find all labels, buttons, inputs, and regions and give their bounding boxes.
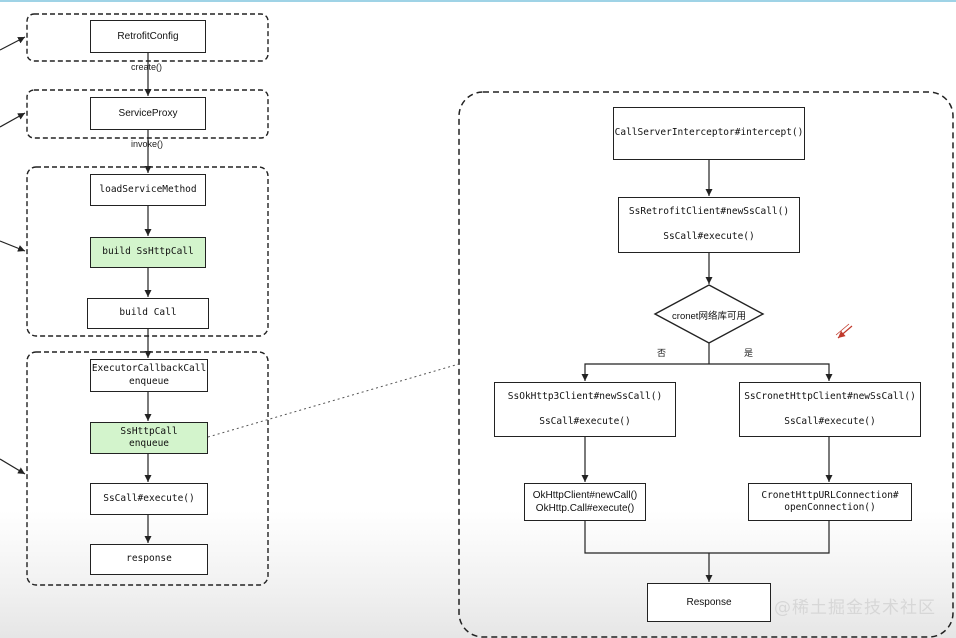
- cronet-url-label: CronetHttpURLConnection# openConnection(…: [761, 489, 899, 513]
- build-sshttpcall-box: build SsHttpCall: [90, 237, 206, 268]
- service-proxy-label: ServiceProxy: [118, 108, 178, 119]
- incoming-arrow-4: [0, 458, 26, 475]
- annotation-stroke: [835, 323, 850, 336]
- incoming-arrow-2: [0, 112, 26, 128]
- sshttpcall-enqueue-label: SsHttpCall enqueue: [120, 425, 178, 449]
- edge-cronet-merge: [709, 521, 830, 554]
- cronet-client-box: SsCronetHttpClient#newSsCall() SsCall#ex…: [739, 382, 921, 437]
- retrofit-client-label: SsRetrofitClient#newSsCall() SsCall#exec…: [628, 206, 790, 243]
- detail-link: [207, 363, 460, 438]
- sscall-execute-label: SsCall#execute(): [103, 492, 195, 504]
- detail-response-label: Response: [686, 597, 732, 608]
- create-label: create(): [131, 62, 163, 72]
- incoming-arrow-1: [0, 36, 26, 51]
- top-accent-line: [0, 0, 956, 2]
- decision-diamond: [653, 284, 765, 344]
- load-service-method-label: loadServiceMethod: [99, 183, 197, 195]
- service-proxy-box: ServiceProxy: [90, 97, 206, 130]
- edge-branch-yes: [709, 363, 833, 381]
- edge-branch-no: [581, 363, 709, 381]
- cronet-client-label: SsCronetHttpClient#newSsCall() SsCall#ex…: [744, 390, 916, 427]
- retrofit-config-label: RetrofitConfig: [117, 31, 179, 42]
- response-label: response: [126, 553, 172, 565]
- edge-okhttp-merge: [584, 521, 709, 554]
- no-label: 否: [657, 348, 667, 358]
- okhttp3-client-label: SsOkHttp3Client#newSsCall() SsCall#execu…: [507, 390, 663, 427]
- okhttp3-client-box: SsOkHttp3Client#newSsCall() SsCall#execu…: [494, 382, 676, 437]
- retrofit-client-box: SsRetrofitClient#newSsCall() SsCall#exec…: [618, 197, 800, 253]
- annotation-arrow: [837, 325, 853, 339]
- build-call-box: build Call: [87, 298, 209, 329]
- executor-callback-label: ExecutorCallbackCall enqueue: [91, 363, 207, 387]
- executor-callback-box: ExecutorCallbackCall enqueue: [90, 359, 208, 392]
- okhttp-call-box: OkHttpClient#newCall() OkHttp.Call#execu…: [524, 483, 646, 521]
- build-sshttpcall-label: build SsHttpCall: [102, 246, 194, 258]
- sscall-execute-box: SsCall#execute(): [90, 483, 208, 515]
- incoming-arrow-3: [0, 240, 26, 252]
- watermark: @稀土掘金技术社区: [774, 598, 936, 618]
- cronet-url-box: CronetHttpURLConnection# openConnection(…: [748, 483, 912, 521]
- decision-label: cronet网络库可用: [672, 311, 746, 322]
- group-execute: [26, 351, 269, 586]
- interceptor-box: CallServerInterceptor#intercept(): [613, 107, 805, 160]
- okhttp-call-label: OkHttpClient#newCall() OkHttp.Call#execu…: [532, 490, 638, 514]
- group-detail: [458, 91, 954, 638]
- response-box: response: [90, 544, 208, 575]
- build-call-label: build Call: [119, 307, 177, 319]
- interceptor-label: CallServerInterceptor#intercept(): [614, 127, 804, 139]
- detail-response-box: Response: [647, 583, 771, 622]
- invoke-label: invoke(): [131, 139, 164, 149]
- load-service-method-box: loadServiceMethod: [90, 174, 206, 206]
- yes-label: 是: [744, 348, 754, 358]
- sshttpcall-enqueue-box: SsHttpCall enqueue: [90, 422, 208, 454]
- retrofit-config-box: RetrofitConfig: [90, 20, 206, 53]
